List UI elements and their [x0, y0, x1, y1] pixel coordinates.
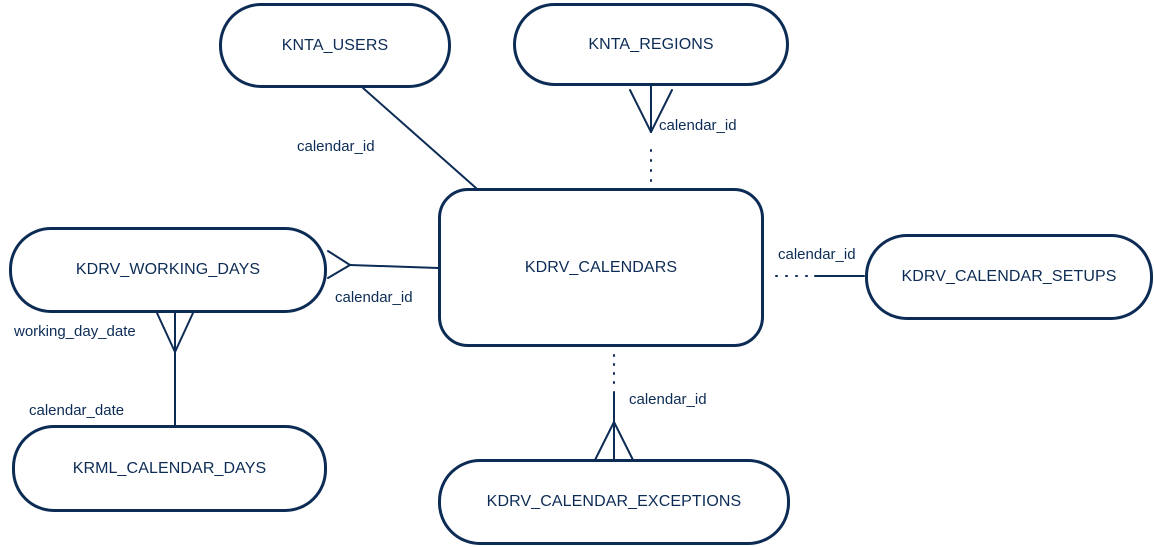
relationship-label-working-days-calendars: calendar_id	[335, 289, 413, 306]
entity-label: KDRV_CALENDAR_SETUPS	[901, 268, 1117, 285]
entity-krml-calendar-days: KRML_CALENDAR_DAYS	[12, 425, 327, 512]
entity-label: KDRV_CALENDAR_EXCEPTIONS	[486, 493, 742, 510]
entity-kdrv-working-days: KDRV_WORKING_DAYS	[9, 227, 327, 313]
relationship-label-working-day-date: working_day_date	[14, 323, 136, 340]
entity-label: KDRV_WORKING_DAYS	[75, 261, 261, 278]
entity-kdrv-calendar-setups: KDRV_CALENDAR_SETUPS	[865, 234, 1153, 320]
link-calendars-exceptions	[594, 354, 634, 461]
link-working-days-calendars	[327, 250, 439, 279]
entity-label: KDRV_CALENDARS	[524, 258, 678, 276]
entity-label: KNTA_USERS	[281, 36, 389, 54]
entity-kdrv-calendar-exceptions: KDRV_CALENDAR_EXCEPTIONS	[438, 459, 790, 545]
entity-knta-regions: KNTA_REGIONS	[513, 3, 789, 86]
entity-kdrv-calendars: KDRV_CALENDARS	[438, 188, 764, 347]
entity-knta-users: KNTA_USERS	[219, 3, 451, 88]
link-regions-calendars	[629, 85, 673, 182]
relationship-label-calendars-exceptions: calendar_id	[629, 391, 707, 408]
link-users-calendars	[362, 87, 477, 189]
entity-label: KRML_CALENDAR_DAYS	[72, 459, 267, 477]
entity-label: KNTA_REGIONS	[588, 35, 714, 53]
link-working-days-calendar-days	[156, 312, 194, 426]
relationship-label-calendar-date: calendar_date	[29, 402, 125, 419]
relationship-label-regions-calendars: calendar_id	[659, 117, 737, 134]
relationship-label-users-calendars: calendar_id	[297, 138, 375, 155]
relationship-label-calendars-setups: calendar_id	[778, 246, 856, 263]
